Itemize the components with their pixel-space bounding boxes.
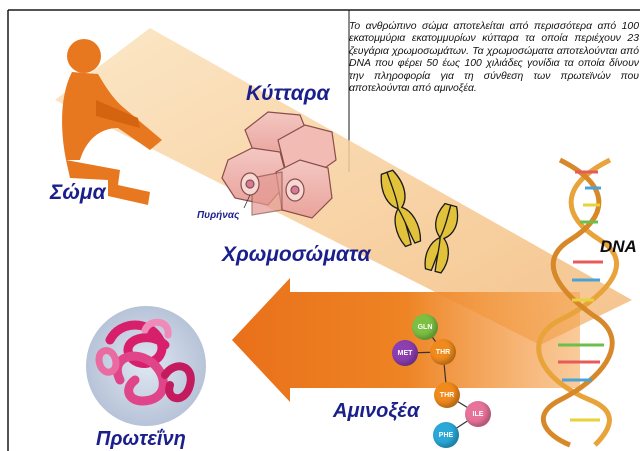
label-nucleus: Πυρήνας [197,210,239,221]
amino-acid-thr: THR [430,339,456,365]
label-protein: Πρωτεΐνη [96,428,186,451]
amino-acid-thr-2: THR [434,382,460,408]
amino-acid-ile: ILE [465,401,491,427]
amino-acid-phe: PHE [433,422,459,448]
protein-illustration [86,306,206,426]
label-body: Σώμα [50,181,106,205]
amino-acid-gln: GLN [412,314,438,340]
label-chromosomes: Χρωμοσώματα [222,243,371,267]
label-amino-acids: Αμινοξέα [333,400,419,423]
label-dna: DNA [600,237,637,257]
label-cells: Κύτταρα [246,82,330,106]
description-text: Το ανθρώπινο σώμα αποτελείται από περισσ… [349,21,639,95]
amino-acid-met: MET [392,340,418,366]
